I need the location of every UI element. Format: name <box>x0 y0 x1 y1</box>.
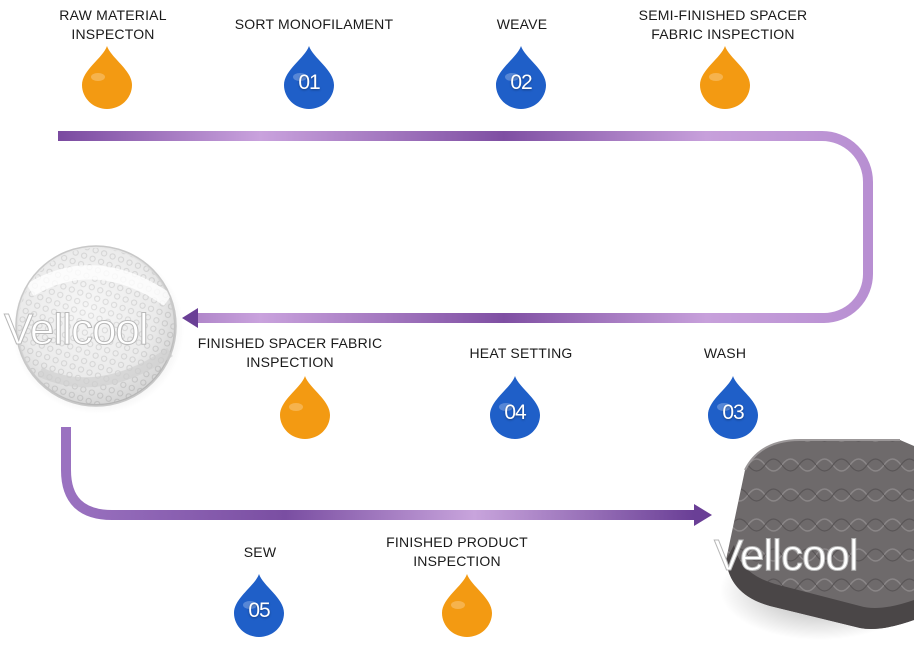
flow-arrowhead-left <box>182 308 198 328</box>
step-number-01: 01 <box>298 71 320 94</box>
step-label-sew: SEW <box>243 544 277 560</box>
step-label-finished-spacer-fabric-inspection: FINISHED SPACER FABRIC INSPECTION <box>197 335 383 370</box>
step-drop-02: 02 <box>494 44 548 110</box>
flow-arrowhead-right <box>694 504 712 526</box>
watermark-right: Vellcool <box>714 531 858 580</box>
step-label-heat-setting: HEAT SETTING <box>469 345 573 361</box>
step-label-finished-product-inspection: FINISHED PRODUCT INSPECTION <box>386 534 528 569</box>
step-drop-raw-material <box>80 44 134 110</box>
mattress-image: Vellcool <box>714 439 914 640</box>
step-drop-finished-spacer <box>278 374 332 440</box>
watermark-left: Vellcool <box>4 305 148 354</box>
step-drop-04: 04 <box>488 374 542 440</box>
step-label-wash: WASH <box>703 345 747 361</box>
step-drop-05: 05 <box>232 572 286 638</box>
flow-line-bottom <box>61 427 694 520</box>
step-label-raw-material-inspection: RAW MATERIAL INSPECTON <box>59 7 167 42</box>
step-drop-01: 01 <box>282 44 336 110</box>
step-number-02: 02 <box>510 71 532 94</box>
step-number-03: 03 <box>722 401 744 424</box>
step-label-semi-finished-inspection: SEMI-FINISHED SPACER FABRIC INSPECTION <box>638 7 808 42</box>
step-drop-semi-finished <box>698 44 752 110</box>
flow-line-top <box>58 131 873 323</box>
step-label-sort-monofilament: SORT MONOFILAMENT <box>234 16 394 32</box>
step-label-weave: WEAVE <box>496 16 548 32</box>
spacer-fabric-ball-image: Vellcool <box>4 245 184 414</box>
step-number-04: 04 <box>504 401 526 424</box>
step-drop-03: 03 <box>706 374 760 440</box>
step-number-05: 05 <box>248 599 270 622</box>
step-drop-finished-product <box>440 572 494 638</box>
